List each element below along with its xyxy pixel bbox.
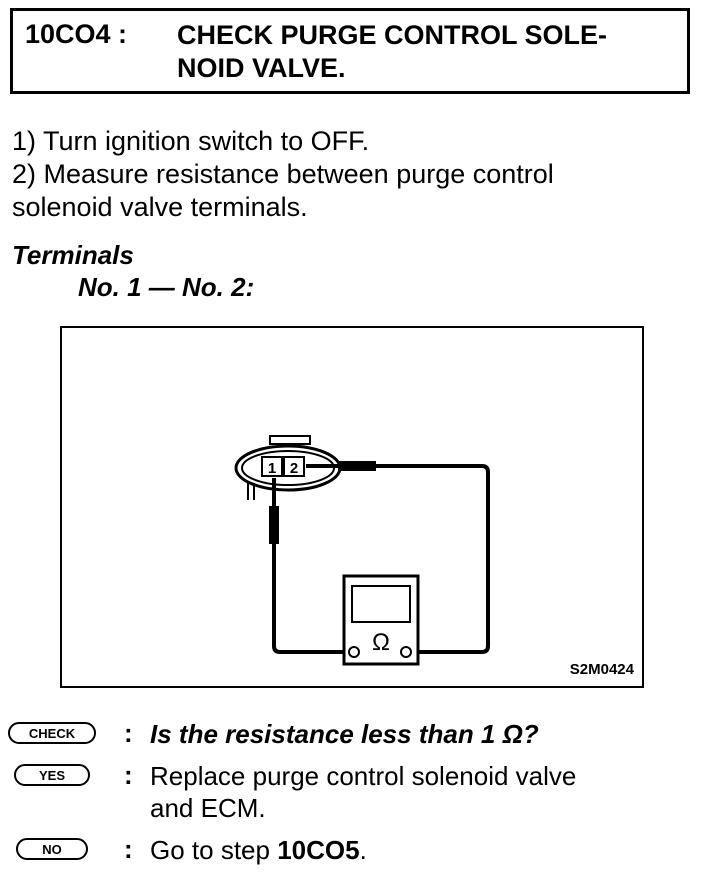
terminals-heading: Terminals <box>12 240 134 270</box>
terminals-pair: No. 1 — No. 2: <box>78 272 255 302</box>
instruction-step-2-line1: 2) Measure resistance between purge cont… <box>12 159 554 189</box>
instruction-step-2-line2: solenoid valve terminals. <box>12 192 308 222</box>
no-answer-suffix: . <box>359 835 367 865</box>
step-title-line1: CHECK PURGE CONTROL SOLE- <box>177 20 608 50</box>
yes-colon: : <box>124 760 133 790</box>
meter-display <box>351 585 411 623</box>
terminal-2-box <box>283 456 305 477</box>
yes-answer-line2: and ECM. <box>150 793 266 823</box>
lead-wire-2 <box>376 464 490 654</box>
ohmmeter: Ω <box>342 574 420 666</box>
check-badge: CHECK <box>8 722 96 744</box>
no-badge: NO <box>16 838 88 860</box>
terminal-2-label: 2 <box>290 460 298 477</box>
yes-answer-line1: Replace purge control solenoid valve <box>150 761 577 791</box>
instruction-step-1: 1) Turn ignition switch to OFF. <box>12 126 370 156</box>
yes-badge: YES <box>14 764 90 786</box>
no-answer-prefix: Go to step <box>150 835 278 865</box>
meter-terminal-left <box>348 646 360 658</box>
lead-wire-1 <box>272 544 348 654</box>
meter-terminal-right <box>400 646 412 658</box>
no-colon: : <box>124 834 133 864</box>
check-colon: : <box>124 718 133 748</box>
no-answer: Go to step 10CO5. <box>150 834 698 866</box>
ohmmeter-connection-diagram: 1 2 Ω <box>234 435 490 666</box>
instructions: 1) Turn ignition switch to OFF. 2) Measu… <box>12 125 694 224</box>
wiring-figure: 1 2 Ω S2M0424 <box>60 326 644 688</box>
step-title: CHECK PURGE CONTROL SOLE- NOID VALVE. <box>177 19 677 85</box>
probe-1 <box>269 478 348 654</box>
figure-id: S2M0424 <box>569 661 634 678</box>
step-title-line2: NOID VALVE. <box>177 53 346 83</box>
no-step-ref: 10CO5 <box>277 835 360 865</box>
check-question: Is the resistance less than 1 Ω? <box>150 719 539 749</box>
probe-2 <box>306 461 490 654</box>
step-code: 10CO4 : <box>25 19 128 49</box>
step-header-box: 10CO4 : CHECK PURGE CONTROL SOLE- NOID V… <box>10 8 690 94</box>
ohm-symbol: Ω <box>372 629 390 656</box>
terminal-1-box <box>261 456 283 477</box>
solenoid-connector: 1 2 <box>234 435 342 500</box>
terminal-1-label: 1 <box>268 460 276 477</box>
